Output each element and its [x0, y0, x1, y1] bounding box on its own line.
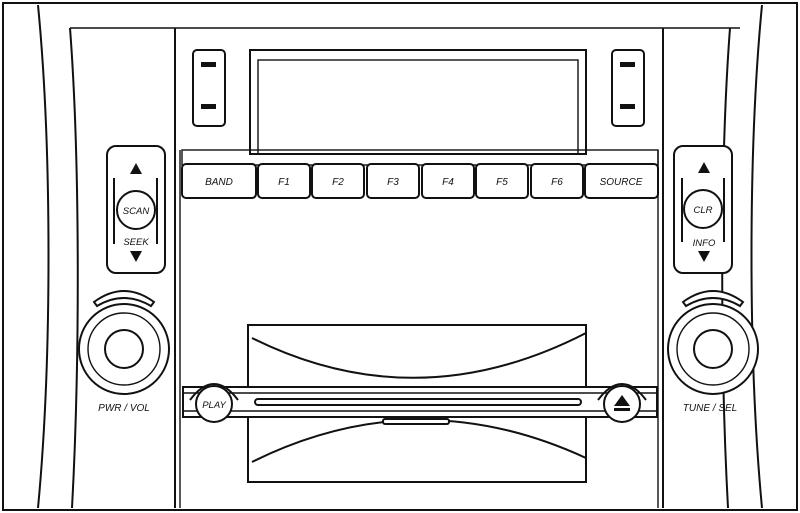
seek-up-arrow-icon[interactable] [130, 163, 142, 174]
f5-label: F5 [496, 177, 508, 188]
pwr-vol-label: PWR / VOL [98, 403, 150, 414]
right-side-buttons[interactable] [611, 49, 645, 127]
bezel-curves [37, 4, 763, 509]
source-label: SOURCE [600, 177, 643, 188]
eject-button[interactable] [597, 383, 647, 423]
source-button[interactable]: SOURCE [584, 163, 659, 199]
display-screen [249, 49, 587, 155]
cd-slot [182, 324, 658, 483]
f5-button[interactable]: F5 [475, 163, 529, 199]
play-button[interactable]: PLAY [189, 383, 239, 423]
preset-row-top [181, 149, 659, 166]
f4-button[interactable]: F4 [421, 163, 475, 199]
tune-sel-label: TUNE / SEL [683, 403, 737, 414]
tune-sel-knob[interactable] [667, 290, 759, 395]
info-label: INFO [693, 238, 716, 249]
f2-label: F2 [332, 177, 344, 188]
f6-label: F6 [551, 177, 563, 188]
play-label: PLAY [202, 400, 226, 411]
seek-down-arrow-icon[interactable] [130, 251, 142, 262]
left-side-buttons[interactable] [192, 49, 226, 127]
clr-button[interactable]: CLR [683, 189, 723, 229]
clr-label: CLR [693, 205, 712, 216]
scan-label: SCAN [123, 206, 150, 217]
f2-button[interactable]: F2 [311, 163, 365, 199]
band-button[interactable]: BAND [181, 163, 257, 199]
band-label: BAND [205, 177, 233, 188]
f3-button[interactable]: F3 [366, 163, 420, 199]
f1-button[interactable]: F1 [257, 163, 311, 199]
eject-icon [614, 395, 630, 411]
pwr-vol-knob[interactable] [78, 290, 170, 395]
seek-label: SEEK [123, 237, 149, 248]
seek-rocker[interactable]: SCAN SEEK [106, 145, 166, 274]
info-down-arrow-icon[interactable] [698, 251, 710, 262]
info-rocker[interactable]: CLR INFO [673, 145, 733, 274]
f6-button[interactable]: F6 [530, 163, 584, 199]
info-up-arrow-icon[interactable] [698, 162, 710, 173]
scan-button[interactable]: SCAN [116, 190, 156, 230]
cd-insert-slot[interactable] [254, 398, 582, 406]
f1-label: F1 [278, 177, 290, 188]
f4-label: F4 [442, 177, 454, 188]
f3-label: F3 [387, 177, 399, 188]
